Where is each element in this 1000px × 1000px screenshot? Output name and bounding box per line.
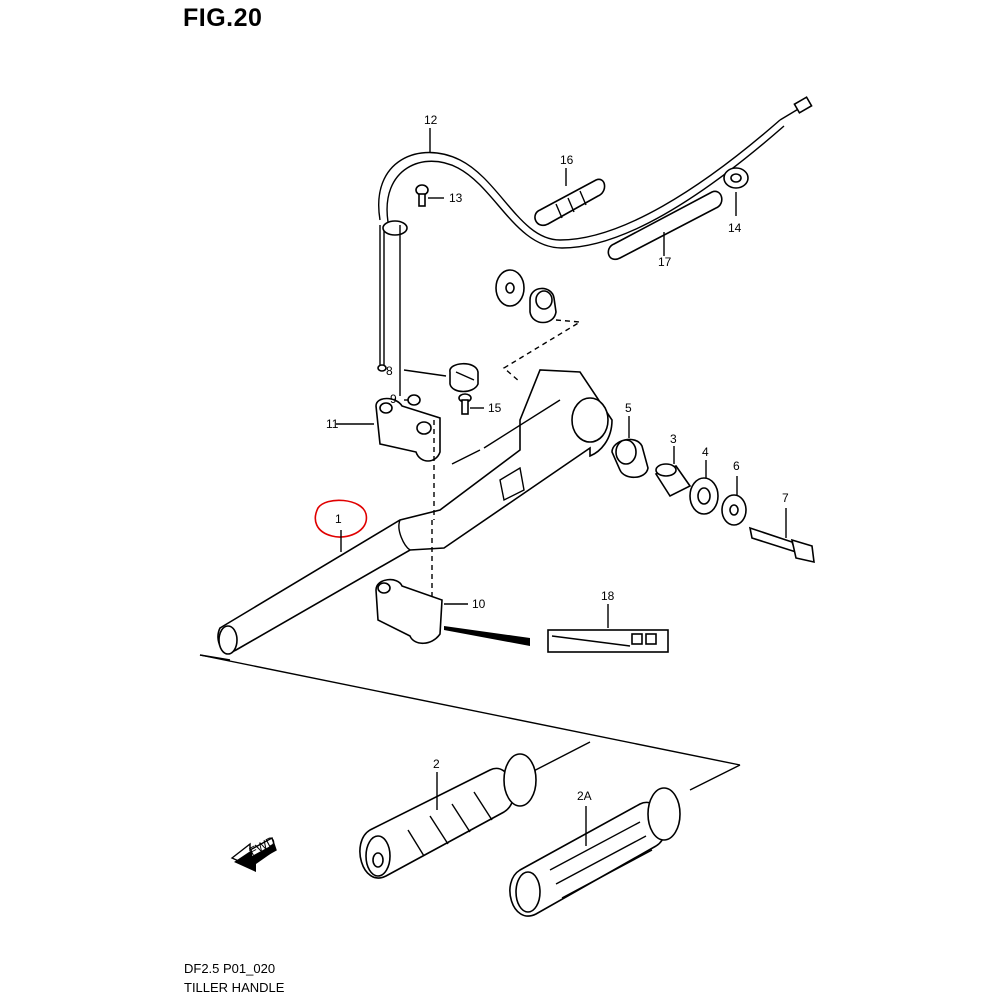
knob-8 [403, 362, 479, 393]
callout-18: 18 [601, 589, 615, 603]
screw-15 [458, 393, 484, 415]
callout-10: 10 [472, 597, 486, 611]
tiller-handle [217, 369, 613, 655]
grips-frame [199, 654, 741, 791]
callout-2a: 2A [577, 789, 592, 803]
throttle-cable [377, 96, 813, 372]
bushing-5 [611, 416, 649, 479]
bracket-11 [336, 397, 441, 462]
bolt-7 [748, 508, 815, 564]
figure-code: DF2.5 P01_020 [184, 961, 276, 976]
callout-4: 4 [702, 445, 709, 459]
grip-2 [359, 753, 537, 879]
figure-name: TILLER HANDLE [184, 980, 285, 995]
washer-4 [689, 460, 719, 515]
collar-3 [654, 446, 692, 498]
callout-17: 17 [658, 255, 672, 269]
callout-16: 16 [560, 153, 574, 167]
callout-7: 7 [782, 491, 789, 505]
callout-8: 8 [386, 364, 393, 378]
callout-2: 2 [433, 757, 440, 771]
nut-9 [404, 394, 421, 406]
callout-11: 11 [326, 417, 339, 431]
bracket-10 [375, 520, 468, 645]
washer-6 [721, 476, 747, 526]
callout-1: 1 [335, 512, 342, 526]
callout-6: 6 [733, 459, 740, 473]
screw-13 [415, 184, 444, 207]
callout-14: 14 [728, 221, 742, 235]
grip-16 [534, 168, 606, 227]
fwd-arrow-icon: FWD [230, 833, 278, 872]
upper-bushing [529, 287, 557, 324]
upper-washer [495, 269, 525, 307]
callout-5: 5 [625, 401, 632, 415]
tube-17 [607, 190, 723, 261]
callout-13: 13 [449, 191, 463, 205]
figure-title: FIG.20 [183, 4, 263, 32]
clamp-14 [723, 167, 749, 216]
callout-3: 3 [670, 432, 677, 446]
callout-15: 15 [488, 401, 502, 415]
highlight-circle [314, 499, 368, 538]
decal-18 [444, 604, 669, 653]
grip-2a [509, 787, 681, 917]
callout-9: 9 [390, 392, 397, 406]
callout-12: 12 [424, 113, 438, 127]
